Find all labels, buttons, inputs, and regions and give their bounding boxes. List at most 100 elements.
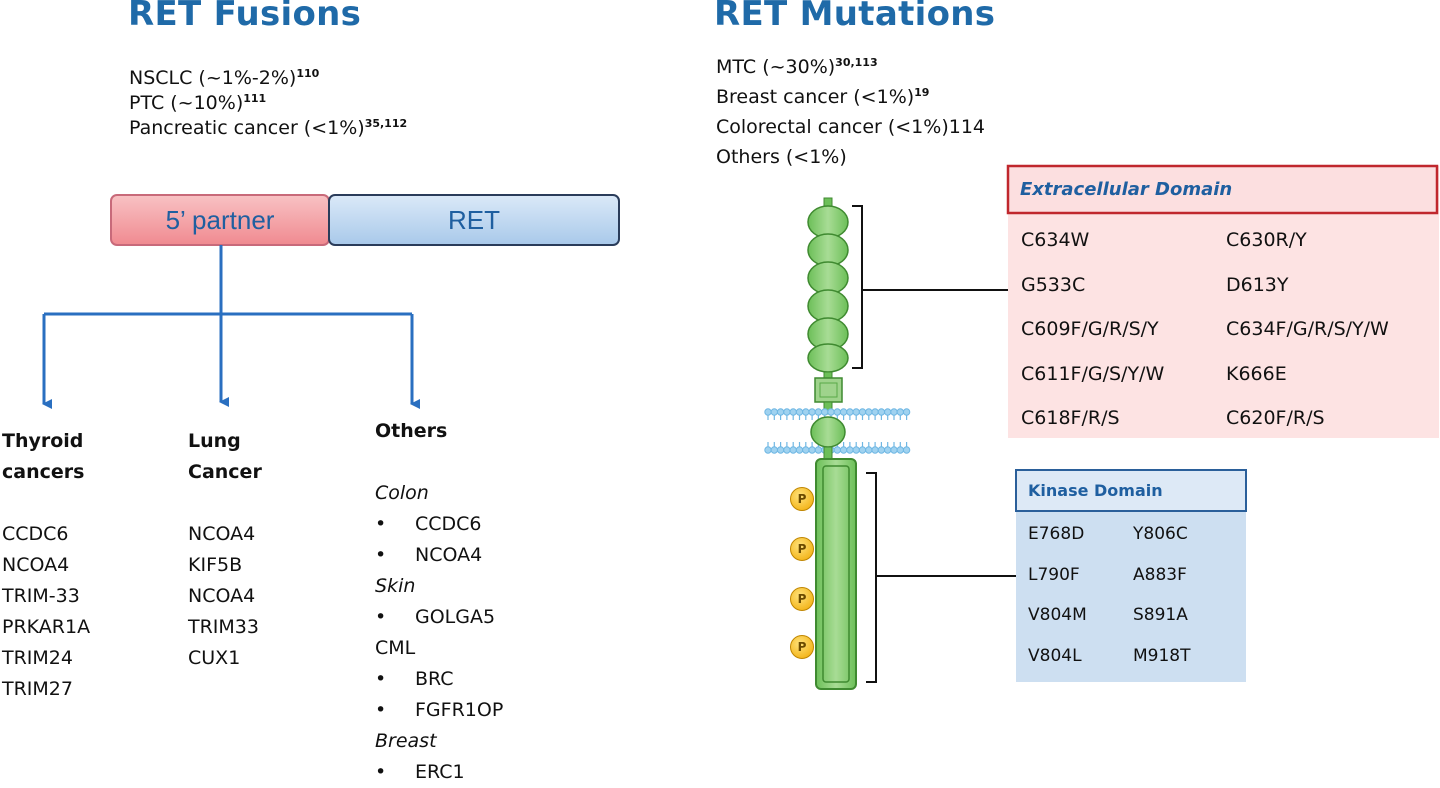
lipid-head (890, 408, 898, 416)
lung-heading-2: Cancer (188, 461, 262, 483)
lung-heading-1: Lung (188, 430, 241, 452)
mutation-stat-others: Others (<1%) (716, 146, 847, 168)
mutation-item: S891A (1133, 605, 1188, 625)
fusion-stat-nsclc: NSCLC (~1%-2%)110 (129, 67, 320, 89)
list-item: TRIM24 (2, 647, 73, 669)
mutation-stat-breast: Breast cancer (<1%)19 (716, 86, 930, 108)
mutation-item: G533C (1021, 273, 1086, 296)
lipid-head (858, 446, 867, 454)
partner-label: 5’ partner (165, 204, 275, 235)
fusion-stats: NSCLC (~1%-2%)110 PTC (~10%)111 Pancreat… (129, 66, 407, 141)
lipid-head (821, 408, 829, 416)
cadherin-domains (807, 205, 849, 373)
list-item: •FGFR1OP (375, 699, 504, 721)
lipid-head (764, 408, 772, 416)
phospho-site-icon: P (790, 487, 814, 511)
lipid-head (802, 408, 810, 416)
lipid-head (896, 408, 904, 416)
transmembrane-domain (810, 416, 846, 448)
others-colon: Colon (375, 482, 429, 504)
list-item: TRIM27 (2, 678, 73, 700)
lipid-head (808, 446, 816, 454)
lipid-head (833, 446, 841, 454)
ret-label: RET (448, 204, 500, 235)
lipid-head (789, 408, 797, 416)
kd-header-box (1015, 469, 1247, 512)
thyroid-column: Thyroid cancers CCDC6 NCOA4 TRIM-33 PRKA… (2, 426, 90, 705)
list-item: PRKAR1A (2, 616, 91, 638)
mutation-item: C634W (1021, 229, 1090, 251)
phospho-site-icon: P (790, 587, 814, 611)
lipid-head (770, 408, 778, 416)
list-item: TRIM-33 (2, 585, 80, 607)
list-item: •ERC1 (375, 761, 465, 783)
lipid-head (814, 446, 823, 454)
mutation-item: C618F/R/S (1021, 407, 1120, 429)
lipid-head (783, 446, 791, 454)
lipid-head (852, 408, 860, 416)
list-item: NCOA4 (2, 554, 70, 576)
kd-bracket (866, 472, 1016, 683)
mutation-stats: MTC (~30%)30,113 Breast cancer (<1%)19 C… (716, 52, 985, 172)
lipid-head (890, 446, 898, 454)
lipid-head (802, 446, 810, 454)
list-item: •BRC (375, 668, 454, 690)
lipid-head (827, 408, 835, 416)
mutation-item: M918T (1133, 645, 1191, 666)
mutation-item: C620F/R/S (1226, 407, 1325, 429)
thyroid-heading-1: Thyroid (2, 430, 84, 452)
list-item: NCOA4 (188, 585, 256, 607)
mutation-item: C634F/G/R/S/Y/W (1226, 318, 1389, 340)
lipid-head (795, 408, 804, 416)
lung-column: Lung Cancer NCOA4 KIF5B NCOA4 TRIM33 CUX… (188, 426, 262, 674)
lipid-head (839, 446, 848, 454)
lipid-head (846, 446, 854, 454)
list-item: •NCOA4 (375, 544, 483, 566)
list-item: •GOLGA5 (375, 606, 496, 628)
mutation-item: E768D (1028, 524, 1085, 544)
lipid-head (884, 446, 892, 454)
others-cml: CML (375, 637, 416, 659)
list-item: CCDC6 (2, 523, 69, 545)
lipid-head (896, 446, 904, 454)
thyroid-heading-2: cancers (2, 461, 85, 483)
cysteine-rich-domain (814, 377, 843, 403)
lipid-head (902, 446, 911, 454)
phospho-site-icon: P (790, 537, 814, 561)
mutation-item: D613Y (1226, 273, 1289, 296)
lipid-head (871, 446, 879, 454)
ret-receptor (807, 197, 849, 415)
fusion-construct (110, 194, 620, 246)
list-item: NCOA4 (188, 523, 256, 545)
ret-segment (328, 194, 620, 246)
mutations-title: RET Mutations (714, 0, 996, 34)
mutation-item: L790F (1028, 564, 1080, 585)
mutation-item: C611F/G/S/Y/W (1021, 362, 1165, 385)
lipid-head (877, 446, 886, 454)
list-item: KIF5B (188, 554, 243, 576)
mutation-item: C630R/Y (1226, 229, 1307, 251)
lipid-head (902, 408, 911, 416)
lipid-head (789, 446, 797, 454)
lipid-head (865, 408, 873, 416)
lipid-head (846, 408, 854, 416)
lipid-head (783, 408, 791, 416)
lipid-head (808, 408, 816, 416)
ecd-header: Extracellular Domain (1020, 179, 1233, 200)
mutation-item: K666E (1226, 362, 1287, 385)
fusion-tree (42, 245, 420, 409)
fusions-title: RET Fusions (128, 0, 362, 34)
others-breast: Breast (375, 730, 437, 752)
kd-header: Kinase Domain (1028, 481, 1163, 500)
lipid-head (865, 446, 873, 454)
lipid-head (858, 408, 867, 416)
fusion-stat-ptc: PTC (~10%)111 (129, 92, 267, 114)
list-item: •CCDC6 (375, 513, 482, 535)
kinase-bar (815, 458, 857, 690)
lipid-head (776, 408, 785, 416)
list-item: TRIM33 (188, 616, 259, 638)
lipid-head (877, 408, 886, 416)
